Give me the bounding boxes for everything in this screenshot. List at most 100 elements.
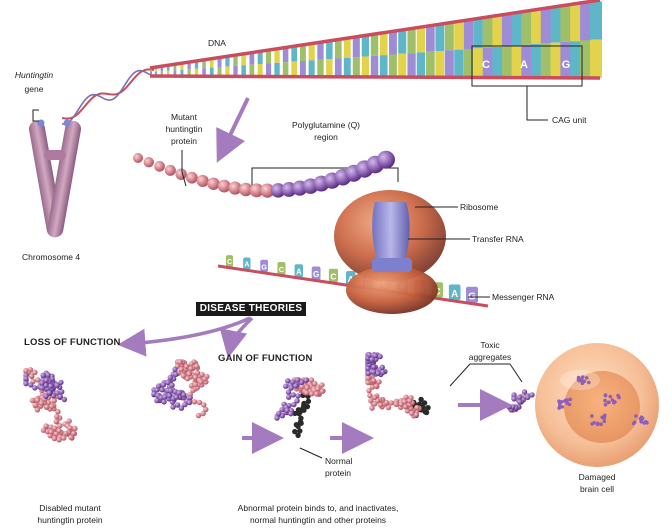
protein-bead [154, 397, 160, 404]
dna-rung [257, 51, 263, 65]
dna-rung [435, 51, 445, 78]
dna-rung [274, 62, 280, 77]
arrow-gain-of-function [219, 316, 254, 359]
disease-theories-banner: DISEASE THEORIES [196, 302, 306, 316]
protein-bead [57, 393, 63, 400]
protein-bead [288, 385, 294, 391]
ribosome [334, 190, 446, 314]
protein-bead [312, 380, 318, 387]
protein-bead [413, 412, 419, 418]
dna-rung [187, 69, 191, 77]
protein-bead [423, 409, 430, 416]
protein-bead [373, 383, 379, 389]
protein-bead [285, 389, 292, 395]
mrna-base [311, 266, 321, 280]
toxic-label-2: aggregates [468, 352, 512, 362]
protein-bead [63, 430, 69, 437]
protein-bead [365, 375, 371, 381]
dna-rung [570, 41, 582, 78]
cell-aggregates [557, 375, 649, 427]
dna-rung [511, 45, 523, 78]
chromosome-label: Chromosome 4 [22, 252, 81, 262]
aggregate-bead [606, 400, 611, 405]
protein-bead [175, 168, 187, 180]
protein-bead [383, 399, 390, 406]
mrna-base [226, 255, 233, 268]
protein-bead [48, 383, 54, 389]
dna-rung [463, 48, 474, 78]
aggregate-bead [617, 395, 621, 400]
protein-bead [43, 393, 49, 399]
mrna-base [277, 261, 286, 275]
dna-rung [379, 55, 388, 78]
dna-rung [501, 46, 513, 78]
mrna-letter: C [330, 272, 336, 281]
protein-bead [299, 384, 305, 390]
dna-rung [398, 30, 407, 54]
aggregate-bead [580, 375, 585, 379]
protein-bead [188, 361, 195, 367]
protein-bead [181, 392, 187, 398]
normal-protein-label-2: protein [325, 468, 351, 478]
aggregate-bead [631, 421, 636, 426]
protein-bead [61, 396, 68, 403]
mrna-base [294, 264, 303, 278]
aggregate-bead [613, 400, 617, 404]
dna-rung [343, 57, 351, 77]
protein-bead [207, 177, 220, 190]
damaged-cell-label-1: Damaged [578, 472, 616, 482]
dna-rung [416, 27, 426, 53]
protein-bead [184, 375, 191, 382]
protein-bead [293, 422, 300, 428]
protein-bead [45, 372, 51, 378]
dna-rung [580, 3, 592, 41]
mutant-label-1: Mutant [171, 112, 197, 122]
protein-bead [372, 353, 378, 359]
aggregate-bead [644, 420, 648, 424]
protein-bead [511, 392, 517, 398]
dna-rung [454, 22, 464, 50]
dna-rung [233, 65, 238, 77]
dna-rung [370, 34, 379, 56]
dna-rung [209, 58, 214, 68]
disabled-label-1: Disabled mutant [39, 503, 101, 513]
mrna-base [466, 286, 478, 303]
dna-rung [492, 16, 503, 47]
dna-rung [531, 44, 542, 78]
dna-rung [352, 37, 360, 58]
protein-bead [285, 378, 291, 384]
protein-bead [284, 407, 290, 414]
protein-bead [367, 392, 373, 399]
protein-bead [56, 427, 62, 434]
protein-bead [55, 409, 61, 415]
polyq-label-2: region [314, 132, 338, 142]
transfer-rna-label: Transfer RNA [472, 234, 524, 244]
aggregate-bead [602, 419, 607, 424]
aggregate-bead [610, 398, 615, 402]
dna-rung [249, 64, 255, 77]
protein-bead [393, 401, 399, 407]
protein-bead [198, 379, 204, 385]
aggregate-bead [603, 398, 607, 403]
protein-bead [176, 390, 182, 396]
dna-rung [389, 54, 397, 78]
protein-bead [133, 153, 143, 163]
protein-bead [202, 376, 208, 382]
dna-rung [150, 68, 152, 72]
dna-rung [389, 31, 397, 55]
aggregate-bead [639, 419, 643, 424]
dna-rung [217, 67, 222, 77]
protein-bead [186, 399, 193, 406]
dna-rung [308, 60, 315, 77]
dna-rung [187, 62, 191, 70]
dna-rung [334, 58, 342, 77]
protein-bead [200, 410, 206, 417]
protein-bead [72, 425, 78, 432]
dna-rung [521, 11, 532, 45]
protein-bead [39, 380, 45, 386]
protein-bead [28, 373, 35, 379]
protein-bead [398, 401, 404, 407]
protein-bead [283, 383, 289, 389]
